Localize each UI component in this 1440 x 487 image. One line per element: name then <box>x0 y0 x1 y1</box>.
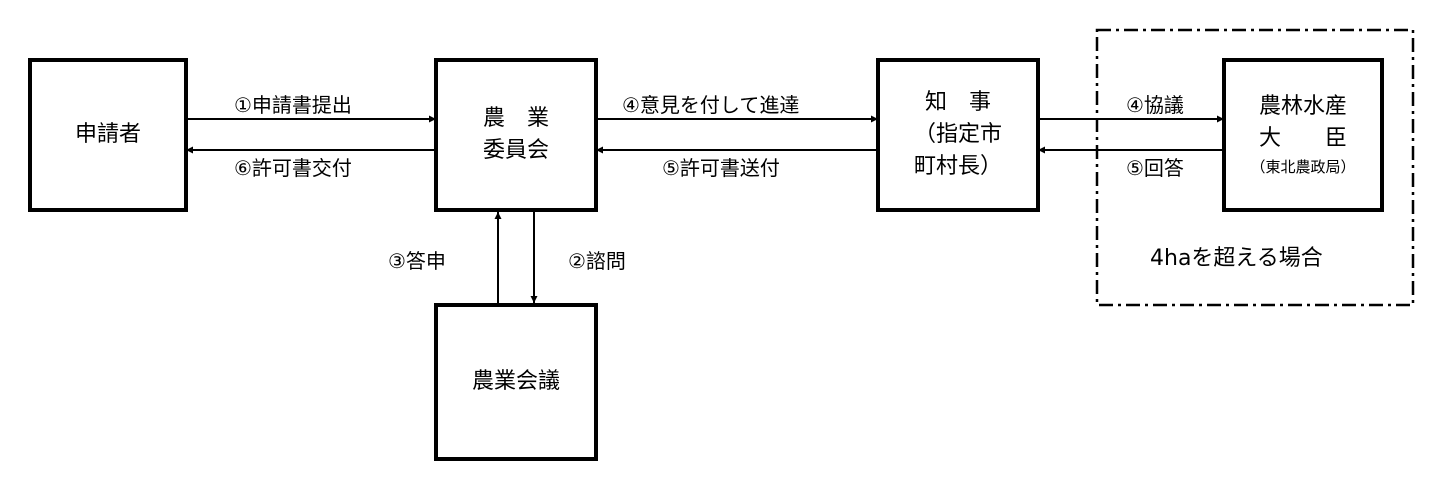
node-committee-line-2: 委員会 <box>482 138 549 163</box>
group-caption: 4haを超える場合 <box>1150 246 1323 271</box>
node-minister-sub: （東北農政局） <box>1250 158 1356 176</box>
node-governor-line-1: 知 事 <box>924 90 991 115</box>
node-minister-line-1: 農林水産 <box>1258 94 1347 119</box>
label-forward-opinion: ④意見を付して進達 <box>622 93 800 117</box>
node-applicant: 申請者 <box>28 58 188 212</box>
label-permit-issue: ⑥許可書交付 <box>234 156 352 180</box>
node-applicant-line-1: 申請者 <box>74 122 141 147</box>
label-report: ③答申 <box>388 249 446 273</box>
node-agricultural-committee: 農 業 委員会 <box>434 58 598 212</box>
node-governor-line-3: 町村長） <box>913 154 1002 179</box>
label-consult: ④協議 <box>1126 93 1184 117</box>
label-answer: ⑤回答 <box>1126 156 1184 180</box>
node-minister: 農林水産 大 臣 （東北農政局） <box>1222 58 1384 212</box>
group-frame <box>1095 28 1415 307</box>
node-agricultural-council: 農業会議 <box>434 303 598 461</box>
label-submit: ①申請書提出 <box>234 93 352 117</box>
label-inquiry: ②諮問 <box>568 249 626 273</box>
node-committee-line-1: 農 業 <box>482 106 549 131</box>
label-permit-send: ⑤許可書送付 <box>662 156 780 180</box>
node-minister-line-2: 大 臣 <box>1258 126 1347 151</box>
node-governor: 知 事 （指定市 町村長） <box>876 58 1040 212</box>
node-council-line-1: 農業会議 <box>471 369 560 394</box>
node-governor-line-2: （指定市 <box>913 122 1002 147</box>
